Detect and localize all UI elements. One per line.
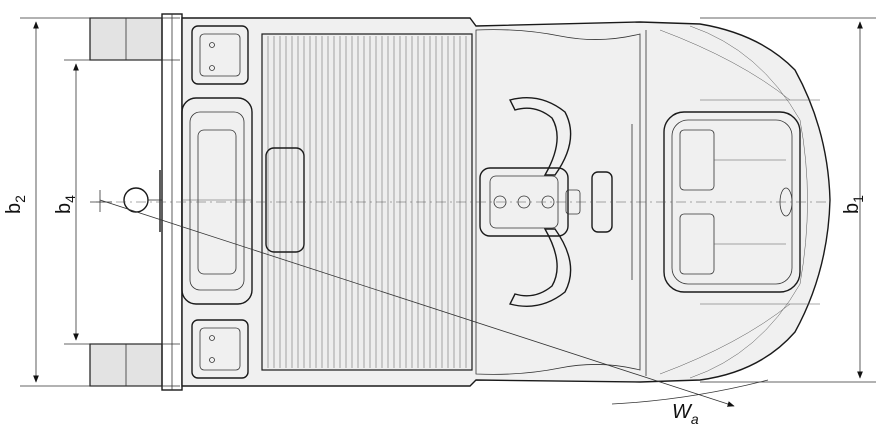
tow-coupling (123, 170, 162, 232)
operator-hood (475, 29, 641, 375)
label-b2: b2 (3, 195, 28, 214)
turning-radius-wa (90, 190, 769, 407)
bottom-wheel-box (191, 319, 249, 379)
label-wa: Wa (672, 401, 699, 427)
dimension-b1 (700, 17, 876, 383)
tiller-handle (479, 97, 613, 307)
label-b4: b4 (53, 195, 78, 214)
dimension-b4 (64, 59, 180, 345)
drive-unit-contours (659, 25, 820, 379)
label-b1: b1 (841, 195, 866, 214)
dimension-b2 (20, 17, 180, 387)
top-wheel-box (191, 25, 249, 85)
fork-tines (89, 17, 163, 387)
